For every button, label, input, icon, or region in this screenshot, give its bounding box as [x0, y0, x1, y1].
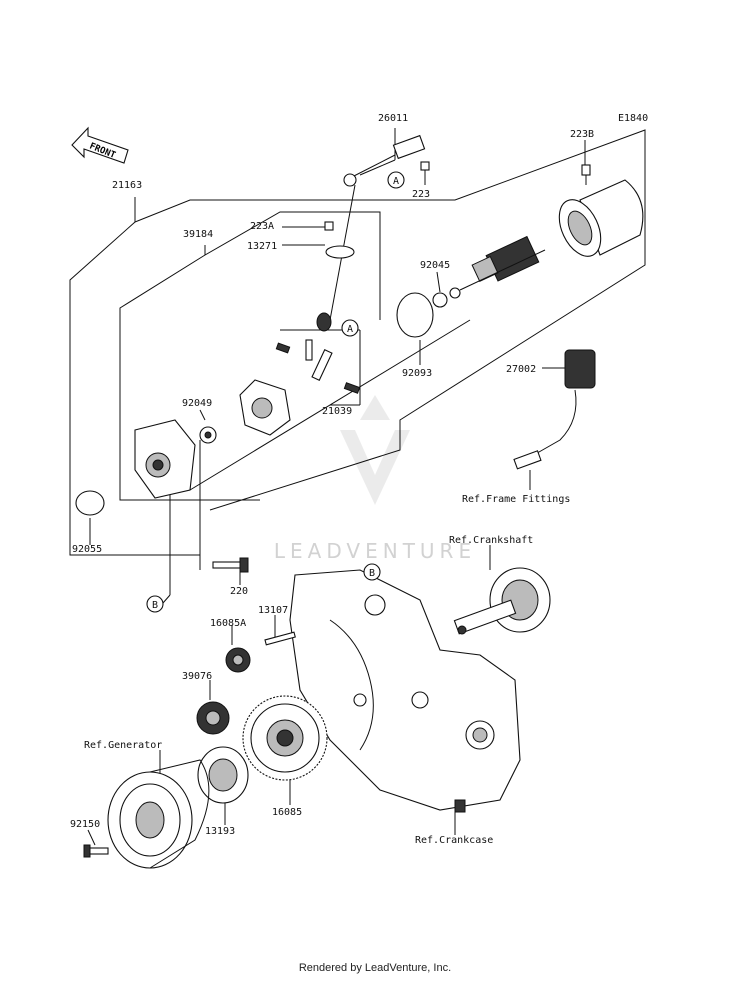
callout-a-1: A	[387, 171, 405, 189]
svg-text:B: B	[152, 600, 158, 611]
ref-frame-fittings[interactable]: Ref.Frame Fittings	[462, 494, 570, 505]
label-220[interactable]: 220	[230, 586, 248, 597]
bolt-223	[420, 161, 430, 171]
label-13193[interactable]: 13193	[205, 826, 235, 837]
gear-16085a	[225, 647, 251, 673]
bolt-92150	[83, 844, 109, 858]
plate-13271	[325, 245, 355, 259]
label-92093[interactable]: 92093	[402, 368, 432, 379]
ref-crankcase[interactable]: Ref.Crankcase	[415, 835, 493, 846]
gear-16085	[242, 695, 328, 781]
label-223a[interactable]: 223A	[250, 221, 274, 232]
label-92049[interactable]: 92049	[182, 398, 212, 409]
starter-armature	[459, 235, 546, 291]
svg-text:B: B	[369, 568, 375, 579]
starter-motor-housing	[558, 179, 644, 257]
label-92055[interactable]: 92055	[72, 544, 102, 555]
gear-39076	[196, 701, 230, 735]
relay-27002	[564, 349, 596, 389]
crankcase	[289, 569, 521, 813]
callout-b-1: B	[363, 563, 381, 581]
label-16085a[interactable]: 16085A	[210, 618, 246, 629]
label-27002[interactable]: 27002	[506, 364, 536, 375]
ref-crankshaft[interactable]: Ref.Crankshaft	[449, 535, 533, 546]
label-16085[interactable]: 16085	[272, 807, 302, 818]
label-92150[interactable]: 92150	[70, 819, 100, 830]
label-26011[interactable]: 26011	[378, 113, 408, 124]
generator-rotor	[107, 759, 210, 869]
rubber-cap	[316, 312, 332, 332]
ref-generator[interactable]: Ref.Generator	[84, 740, 162, 751]
bolt-223a	[324, 221, 334, 231]
callout-b-2: B	[146, 595, 164, 613]
label-21039[interactable]: 21039	[322, 406, 352, 417]
bolt-223b	[581, 164, 591, 185]
clutch-13193	[197, 746, 249, 804]
starter-end-cover	[134, 419, 196, 499]
washer-92045	[432, 292, 448, 308]
watermark-text: LEADVENTURE	[274, 539, 476, 563]
bolt-220	[212, 557, 249, 573]
svg-text:A: A	[347, 324, 353, 335]
label-39076[interactable]: 39076	[182, 671, 212, 682]
label-13271[interactable]: 13271	[247, 241, 277, 252]
watermark-logo	[340, 395, 410, 505]
label-39184[interactable]: 39184	[183, 229, 213, 240]
label-92045[interactable]: 92045	[420, 260, 450, 271]
brush-holder	[239, 339, 361, 436]
svg-text:A: A	[393, 176, 399, 187]
diagram-code: E1840	[618, 113, 648, 124]
callout-a-2: A	[341, 319, 359, 337]
o-ring-92055	[75, 490, 105, 516]
front-arrow-icon: FRONT	[71, 126, 129, 164]
crankshaft	[453, 567, 551, 635]
footer-credit: Rendered by LeadVenture, Inc.	[298, 962, 452, 974]
label-21163[interactable]: 21163	[112, 180, 142, 191]
starter-cable-connector	[343, 134, 426, 187]
wire-harness	[524, 389, 577, 461]
label-223b[interactable]: 223B	[570, 129, 594, 140]
label-223[interactable]: 223	[412, 189, 430, 200]
label-13107[interactable]: 13107	[258, 605, 288, 616]
shaft-13107	[264, 631, 296, 646]
o-ring-92093	[396, 292, 434, 338]
